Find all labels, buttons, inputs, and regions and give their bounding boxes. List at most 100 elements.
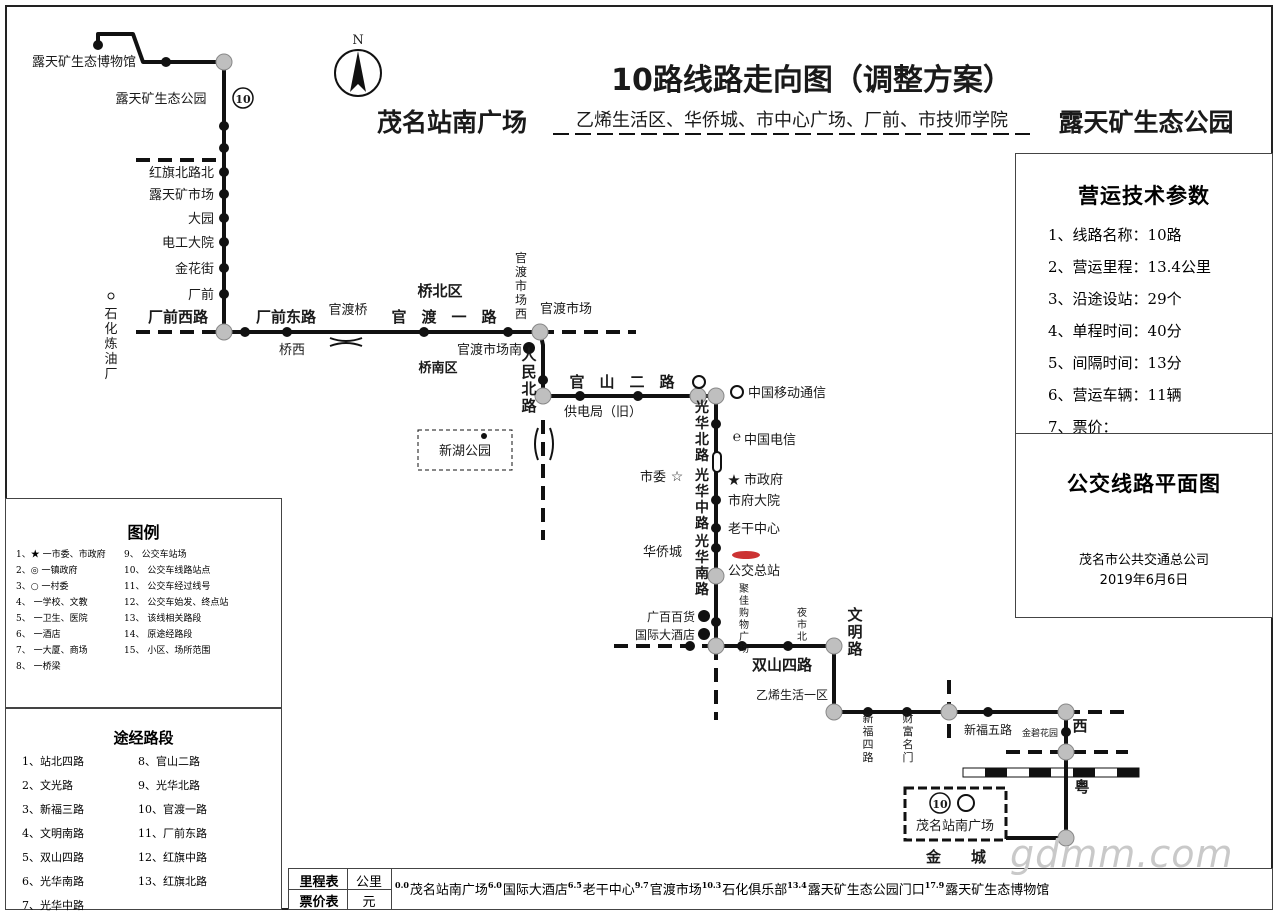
bus-stop bbox=[711, 617, 721, 627]
route-stops bbox=[93, 40, 1075, 847]
bus-stop bbox=[685, 641, 695, 651]
label-gd-market-s: 官渡市场南 bbox=[457, 342, 522, 358]
route-section-item: 3、新福三路 bbox=[22, 803, 84, 816]
company-name: 茂名市公共交通总公司 bbox=[1078, 553, 1209, 568]
mileage-point: 6.5老干中心 bbox=[567, 880, 635, 898]
svg-text:路: 路 bbox=[521, 397, 537, 415]
mileage-points: 0.0茂名站南广场6.0国际大酒店6.5老干中心9.7官渡市场10.3石化俱乐部… bbox=[395, 879, 1049, 898]
svg-text:名: 名 bbox=[903, 737, 914, 751]
svg-text:新: 新 bbox=[863, 711, 874, 725]
bus-stop bbox=[219, 237, 229, 247]
government-star-icon: ★ bbox=[727, 471, 740, 489]
bus-stop bbox=[219, 121, 229, 131]
mileage-point: 0.0茂名站南广场 bbox=[395, 880, 488, 898]
bus-stop bbox=[575, 391, 585, 401]
svg-text:路: 路 bbox=[847, 640, 863, 658]
km-unit: 公里 bbox=[355, 875, 382, 890]
label-telecom: 中国电信 bbox=[744, 433, 796, 448]
legend-item: 7、 一大厦、商场 bbox=[16, 646, 88, 656]
label-gongjiao: 公交总站 bbox=[728, 563, 780, 579]
transfer-stop bbox=[1057, 829, 1075, 847]
legend-item: 14、 原途经路段 bbox=[124, 630, 193, 640]
fare-label: 票价表 bbox=[299, 895, 339, 910]
start-terminal-icon: 10 bbox=[232, 87, 254, 109]
svg-text:华: 华 bbox=[695, 549, 709, 566]
legend-item: 1、★ 一市委、市政府 bbox=[16, 550, 106, 560]
svg-text:石: 石 bbox=[104, 307, 117, 322]
mall-icon bbox=[523, 342, 535, 354]
bus-stop bbox=[282, 327, 292, 337]
params-heading: 营运技术参数 bbox=[1078, 183, 1210, 208]
route-section-item: 13、红旗北路 bbox=[138, 875, 207, 888]
hotel-icon bbox=[698, 628, 710, 640]
label-shizhengfu: 市政府 bbox=[744, 472, 783, 488]
svg-text:路: 路 bbox=[863, 751, 874, 764]
bridge-icon bbox=[534, 427, 554, 461]
plan-heading: 公交线路平面图 bbox=[1067, 471, 1221, 496]
label-jinbi: 金碧花园 bbox=[1022, 727, 1058, 739]
mileage-point: 6.0国际大酒店 bbox=[487, 880, 568, 898]
transfer-stop bbox=[1057, 743, 1075, 761]
bridge-icon bbox=[329, 337, 363, 347]
svg-text:物: 物 bbox=[739, 618, 749, 631]
svg-text:广: 广 bbox=[739, 631, 749, 643]
label-jinhua: 金花街 bbox=[175, 261, 214, 277]
route-section-item: 6、光华南路 bbox=[22, 875, 84, 888]
svg-text:市: 市 bbox=[515, 278, 527, 293]
legend-item: 11、 公交车经过线号 bbox=[124, 582, 211, 592]
svg-text:北: 北 bbox=[521, 380, 536, 398]
transfer-stop bbox=[940, 703, 958, 721]
transfer-stop bbox=[215, 323, 233, 341]
label-yue: 粤 bbox=[1074, 778, 1089, 796]
svg-text:购: 购 bbox=[739, 606, 749, 619]
bus-stop bbox=[419, 327, 429, 337]
legend-item: 2、◎ 一镇政府 bbox=[16, 566, 78, 576]
label-gd-market: 官渡市场 bbox=[540, 301, 592, 317]
village-icon bbox=[107, 292, 115, 300]
bus-stop bbox=[711, 523, 721, 533]
svg-text:富: 富 bbox=[903, 724, 914, 738]
label-gdq: 官渡桥 bbox=[328, 302, 367, 318]
bus-stop bbox=[538, 375, 548, 385]
svg-text:华: 华 bbox=[695, 483, 709, 500]
legend-item: 9、 公交车站场 bbox=[124, 550, 187, 560]
plan-panel: 公交线路平面图 茂名市公共交通总公司 2019年6月6日 bbox=[1015, 433, 1273, 618]
label-museum: 露天矿生态博物馆 bbox=[32, 55, 136, 70]
map-title: 10路线路走向图（调整方案） bbox=[611, 63, 1013, 98]
transfer-stop bbox=[707, 387, 725, 405]
label-mobile: 中国移动通信 bbox=[748, 386, 826, 401]
label-diangong: 电工大院 bbox=[162, 236, 214, 251]
svg-text:市: 市 bbox=[797, 618, 807, 631]
bus-stop bbox=[711, 495, 721, 505]
label-gh_s: 光华南路 bbox=[694, 533, 710, 598]
bus-stop bbox=[219, 167, 229, 177]
legend-item: 4、 一学校、文教 bbox=[16, 598, 88, 608]
mileage-label: 里程表 bbox=[299, 875, 339, 890]
mileage-point: 13.4露天矿生态公园门口 bbox=[787, 880, 925, 898]
label-guangbai: 广百百货 bbox=[647, 609, 695, 624]
mileage-point: 9.7官渡市场 bbox=[634, 880, 702, 898]
legend-item: 13、 该线相关路段 bbox=[124, 614, 202, 624]
svg-text:财: 财 bbox=[903, 711, 914, 725]
svg-text:路: 路 bbox=[695, 581, 710, 598]
label-park: 露天矿生态公园 bbox=[115, 92, 206, 107]
bus-stop bbox=[983, 707, 993, 717]
bus-stop bbox=[503, 327, 513, 337]
svg-text:路: 路 bbox=[695, 447, 710, 464]
label-qiaoxi: 桥西 bbox=[279, 343, 305, 358]
route-section-item: 5、双山四路 bbox=[22, 851, 84, 864]
svg-text:光: 光 bbox=[694, 467, 709, 484]
bus-stop bbox=[633, 391, 643, 401]
legend-item: 5、 一卫生、医院 bbox=[16, 614, 88, 624]
mileage-point: 17.9露天矿生态博物馆 bbox=[924, 880, 1050, 898]
label-gs2: 官 山 二 路 bbox=[569, 373, 675, 391]
label-wenming: 文明路 bbox=[847, 606, 863, 658]
svg-text:佳: 佳 bbox=[739, 594, 749, 607]
bus-stop bbox=[219, 263, 229, 273]
bus-stop bbox=[240, 327, 250, 337]
